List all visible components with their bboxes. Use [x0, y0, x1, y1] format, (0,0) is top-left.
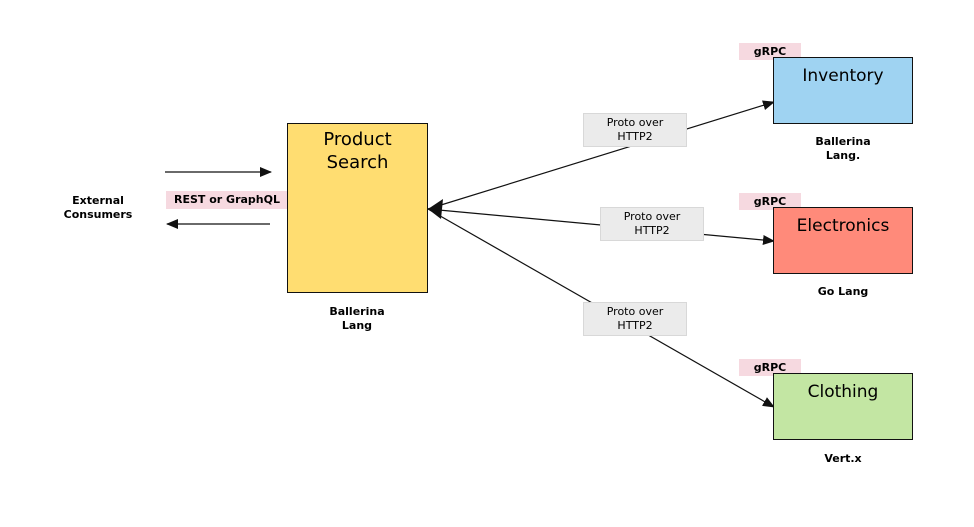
grpc-tag-clothing: gRPC	[739, 359, 801, 376]
inventory-connector	[427, 100, 775, 210]
external-consumers-line2: Consumers	[63, 208, 133, 221]
grpc-tag-inventory: gRPC	[739, 43, 801, 60]
product-search-box[interactable]: Product Search	[287, 123, 428, 293]
clothing-lang: Vert.x	[793, 452, 893, 466]
transport-label-inventory: Proto over HTTP2	[583, 113, 687, 147]
external-consumers-label: External Consumers	[52, 194, 144, 222]
clothing-lang-line1: Vert.x	[824, 452, 862, 465]
product-search-arrowhead	[428, 199, 443, 219]
electronics-box[interactable]: Electronics	[773, 207, 913, 274]
clothing-title: Clothing	[807, 382, 879, 402]
inventory-lang-line2: Lang.	[825, 149, 861, 162]
electronics-lang: Go Lang	[793, 285, 893, 299]
product-search-lang: Ballerina Lang	[307, 305, 407, 333]
grpc-tag-electronics: gRPC	[739, 193, 801, 210]
transport-label-clothing: Proto over HTTP2	[583, 302, 687, 336]
inventory-lang-line1: Ballerina	[815, 135, 871, 148]
product-search-lang-line1: Ballerina	[329, 305, 385, 318]
product-search-title: Product Search	[323, 128, 391, 174]
rest-graphql-tag: REST or GraphQL	[166, 191, 288, 209]
transport-label-clothing-line2: HTTP2	[617, 319, 653, 332]
transport-label-electronics-line2: HTTP2	[634, 224, 670, 237]
inventory-lang: Ballerina Lang.	[793, 135, 893, 163]
product-search-title-line2: Search	[326, 152, 389, 173]
external-consumers-line1: External	[72, 194, 124, 207]
transport-label-inventory-line2: HTTP2	[617, 130, 653, 143]
inventory-title: Inventory	[802, 66, 884, 86]
electronics-title: Electronics	[796, 216, 890, 236]
transport-label-clothing-line1: Proto over	[606, 305, 664, 318]
product-search-title-line1: Product	[323, 129, 392, 150]
clothing-box[interactable]: Clothing	[773, 373, 913, 440]
electronics-lang-line1: Go Lang	[817, 285, 869, 298]
transport-label-electronics-line1: Proto over	[623, 210, 681, 223]
transport-label-electronics: Proto over HTTP2	[600, 207, 704, 241]
product-search-lang-line2: Lang	[341, 319, 373, 332]
transport-label-inventory-line1: Proto over	[606, 116, 664, 129]
inventory-box[interactable]: Inventory	[773, 57, 913, 124]
